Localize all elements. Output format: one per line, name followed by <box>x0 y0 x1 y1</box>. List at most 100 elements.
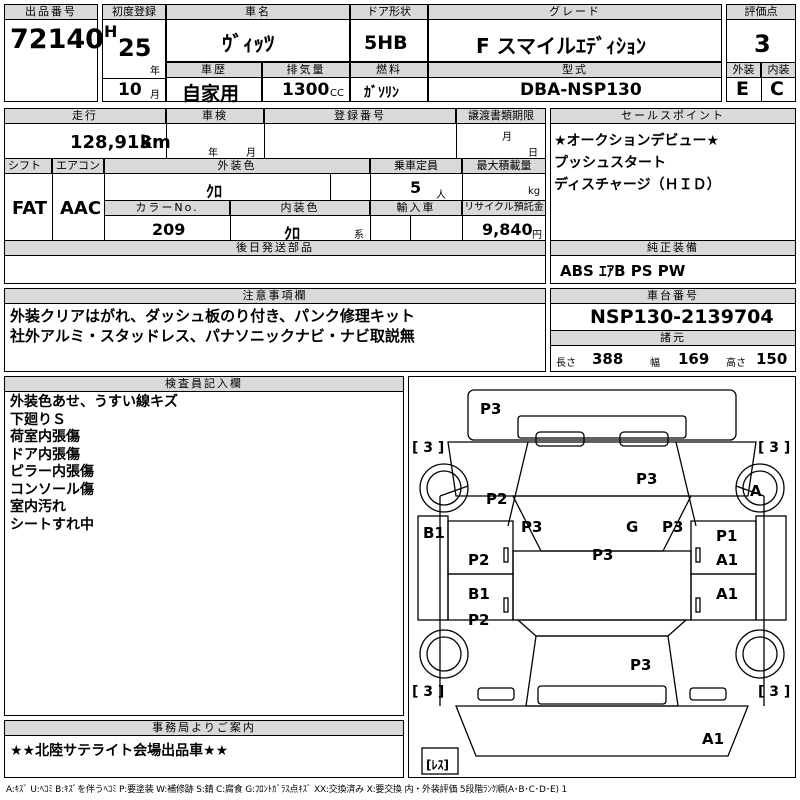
deadline-header: 譲渡書類期限 <box>456 108 546 124</box>
height-label: 高さ <box>726 358 746 369</box>
insp-month-unit: 月 <box>246 148 256 159</box>
deadline-day: 日 <box>528 148 538 159</box>
car-diagram <box>417 389 787 775</box>
model-value: DBA-NSP130 <box>520 80 642 100</box>
month-value: 10 <box>118 80 142 100</box>
int-color-sys: 系 <box>354 230 364 241</box>
first-reg-header: 初度登録 <box>102 4 166 20</box>
door-value: 5HB <box>364 32 408 54</box>
inspector-note-item: 外装色あせ、うすい線キズ <box>10 394 178 410</box>
score-header: 評価点 <box>726 4 796 20</box>
mileage-value: 128,913 <box>70 132 152 153</box>
width-label: 幅 <box>650 358 660 369</box>
mark-hood: P3 <box>636 470 658 488</box>
notes-list: 外装クリアはがれ、ダッシュ板のり付き、パンク修理キット社外アルミ・スタッドレス、… <box>10 306 415 346</box>
interior-header: 内装 <box>761 62 796 78</box>
sales-point-header: セールスポイント <box>550 108 796 124</box>
load-unit: kg <box>528 186 541 197</box>
door-header: ドア形状 <box>350 4 428 20</box>
tire-fr: [ 3 ] <box>758 440 791 456</box>
inspector-note-item: 荷室内張傷 <box>10 429 80 445</box>
genuine-equip-value: ABS ｴｱB PS PW <box>560 262 686 280</box>
diagram-box <box>408 376 796 778</box>
capacity-value: 5 <box>410 178 422 197</box>
spare-tire: [ﾚｽ] <box>426 758 449 772</box>
mark-fl-fender: P2 <box>486 490 508 508</box>
car-name-value: ｳﾞｨｯﾂ <box>222 32 275 56</box>
max-load-header: 最大積載量 <box>462 158 546 174</box>
year-value: 25 <box>118 34 152 62</box>
mark-r-door2: A1 <box>716 585 739 603</box>
aircon-value: AAC <box>60 198 102 219</box>
exterior-grade: E <box>736 78 749 100</box>
recycle-header: リサイクル預託金 <box>462 200 546 216</box>
notes-header: 注意事項欄 <box>4 288 546 304</box>
sales-point-item: ディスチャージ（ＨＩＤ） <box>554 177 721 193</box>
mark-glass: G <box>626 518 639 536</box>
tire-rr: [ 3 ] <box>758 684 791 700</box>
mark-r-door1b: A1 <box>716 551 739 569</box>
tire-fl: [ 3 ] <box>412 440 445 456</box>
shift-value: FAT <box>12 198 48 219</box>
mark-l-door2: P2 <box>468 611 490 629</box>
mark-l-door2b: B1 <box>468 585 490 603</box>
mark-roof: P3 <box>592 546 614 564</box>
yen-unit: 円 <box>532 230 542 241</box>
shift-header: シフト <box>4 158 52 174</box>
inspector-header: 検査員記入欄 <box>4 376 404 392</box>
history-value: 自家用 <box>182 83 240 105</box>
length-value: 388 <box>592 350 624 368</box>
mark-r-pillar: P3 <box>662 518 684 536</box>
displacement-value: 1300 <box>282 80 330 100</box>
chassis-value: NSP130-2139704 <box>590 306 774 328</box>
score-value: 3 <box>754 30 771 58</box>
sales-point-item: プッシュスタート <box>554 155 666 171</box>
lot-no-value: 72140 <box>10 24 104 55</box>
color-no-header: カラーNo. <box>104 200 230 216</box>
ext-color-header: 外装色 <box>104 158 370 174</box>
mark-fr: A <box>750 482 762 500</box>
inspector-note-item: 下廻りＳ <box>10 411 66 428</box>
interior-grade: C <box>770 78 784 100</box>
later-parts-header: 後日発送部品 <box>4 240 546 256</box>
month-unit: 月 <box>150 90 160 101</box>
sales-point-item: ★オークションデビュー★ <box>554 133 720 149</box>
era-value: H <box>104 22 118 41</box>
mark-front: P3 <box>480 400 502 418</box>
import-header: 輸入車 <box>370 200 462 216</box>
capacity-unit: 人 <box>436 190 446 201</box>
mark-l-door1: P2 <box>468 551 490 569</box>
deadline-month: 月 <box>502 132 512 143</box>
int-color-header: 内装色 <box>230 200 370 216</box>
inspector-note-item: ピラー内張傷 <box>10 464 94 480</box>
ext-color-value: ｸﾛ <box>206 182 223 201</box>
exterior-header: 外装 <box>726 62 761 78</box>
genuine-equip-header: 純正装備 <box>550 240 796 256</box>
inspection-header: 車検 <box>166 108 264 124</box>
grade-header: グレード <box>428 4 722 20</box>
int-color-value: ｸﾛ <box>284 224 301 243</box>
note-line: 社外アルミ・スタッドレス、パナソニックナビ・ナビ取説無 <box>10 327 415 345</box>
height-value: 150 <box>756 350 788 368</box>
mark-rear: A1 <box>702 730 725 748</box>
km-unit: km <box>140 132 171 153</box>
reg-no-header: 登録番号 <box>264 108 456 124</box>
office-header: 事務局よりご案内 <box>4 720 404 736</box>
dims-header: 諸元 <box>550 330 796 346</box>
fuel-value: ｶﾞｿﾘﾝ <box>364 85 399 101</box>
mark-l-sill: B1 <box>423 524 445 542</box>
tire-rl: [ 3 ] <box>412 684 445 700</box>
cc-unit: CC <box>330 88 344 99</box>
year-unit: 年 <box>150 66 160 77</box>
color-no-value: 209 <box>152 220 186 239</box>
note-line: 外装クリアはがれ、ダッシュ板のり付き、パンク修理キット <box>10 307 415 325</box>
legend: A:ｷｽﾞ U:ﾍｺﾐ B:ｷｽﾞを伴うﾍｺﾐ P:要塗装 W:補修跡 S:錆 … <box>6 785 567 795</box>
inspector-note-item: コンソール傷 <box>10 481 94 498</box>
length-label: 長さ <box>556 358 576 369</box>
width-value: 169 <box>678 350 710 368</box>
insp-year-unit: 年 <box>208 148 218 159</box>
inspector-note-item: 室内汚れ <box>10 499 66 515</box>
mileage-header: 走行 <box>4 108 166 124</box>
mark-r-door1: P1 <box>716 527 738 545</box>
